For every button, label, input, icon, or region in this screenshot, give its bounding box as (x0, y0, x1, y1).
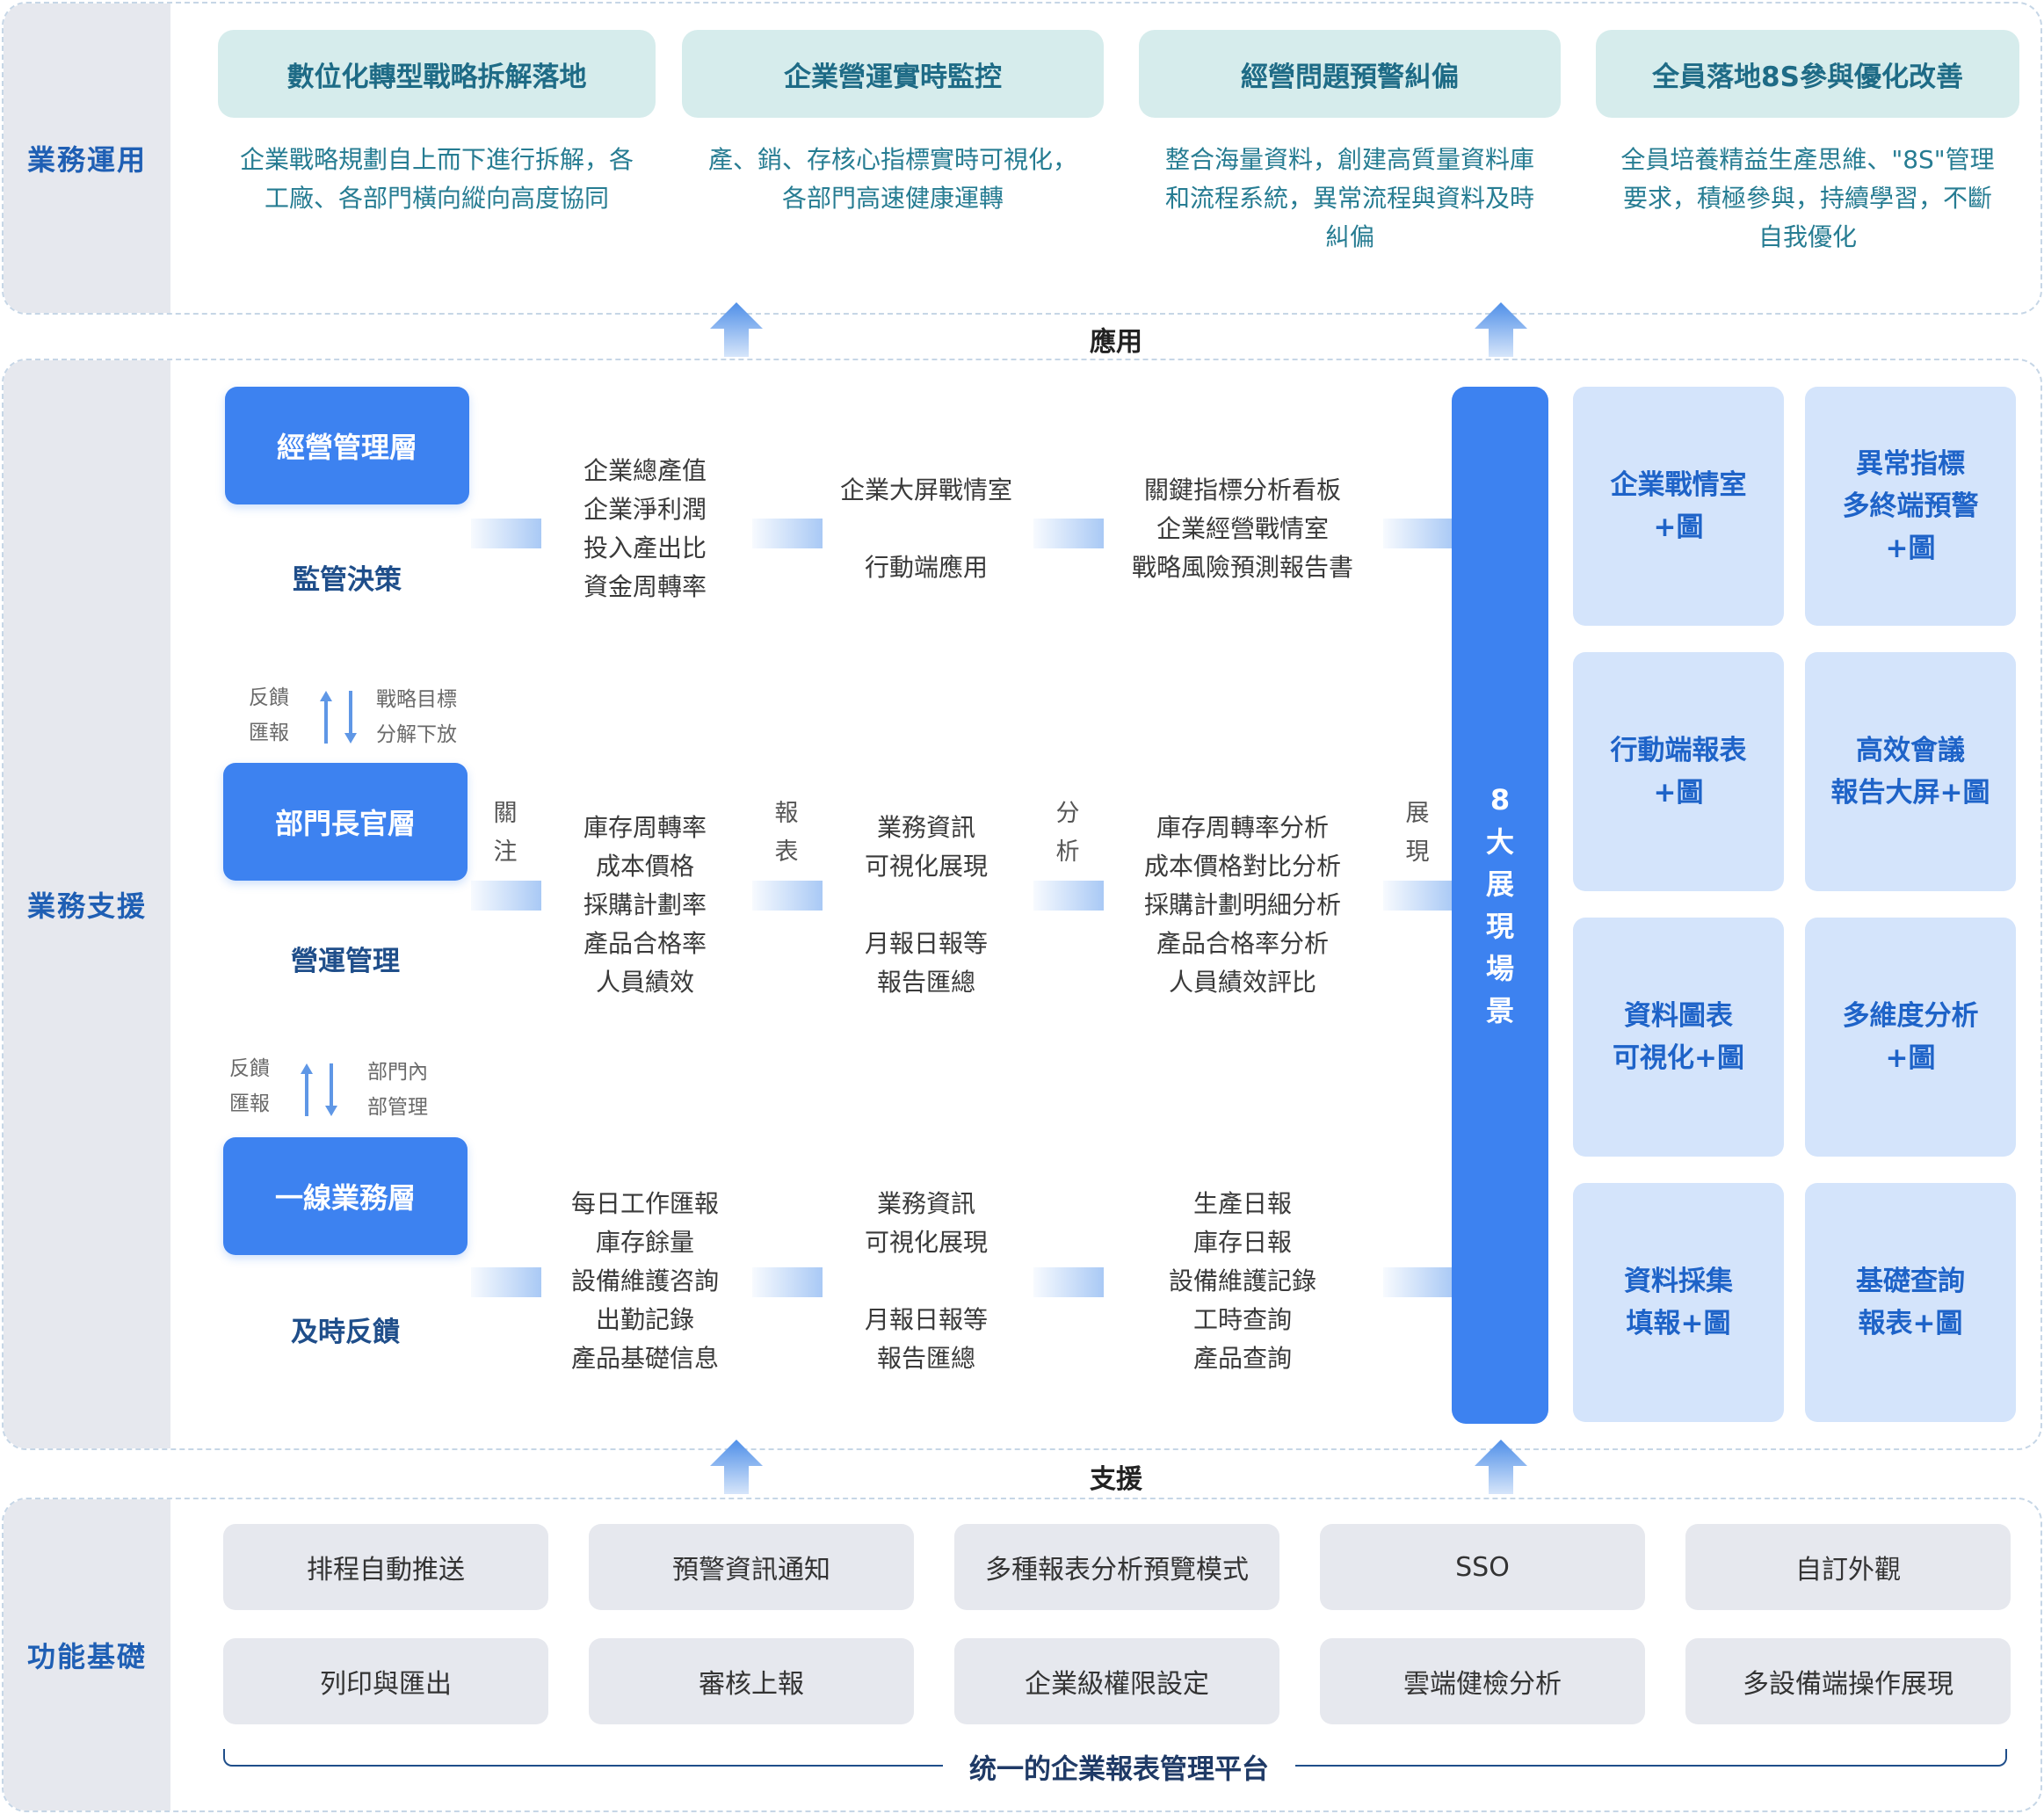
up-arrow-icon (710, 1440, 763, 1494)
feedback-report-text: 反饋 匯報 (249, 686, 289, 744)
flow-connector (752, 519, 823, 548)
section-label-application: 業務運用 (26, 143, 147, 177)
arrow-up-icon (301, 1063, 313, 1116)
feature-permission-settings[interactable]: 企業級權限設定 (954, 1638, 1279, 1724)
scene-tile-mobile-report[interactable]: 行動端報表 +圖 (1573, 652, 1784, 891)
up-arrow-icon (710, 302, 763, 357)
scene-tile-meeting-screen[interactable]: 高效會議 報告大屏+圖 (1805, 652, 2016, 891)
app-desc-3: 整合海量資料，創建高質量資料庫 和流程系統，異常流程與資料及時 糾偏 (1164, 145, 1534, 251)
row1-focus-metrics: 企業總產值 企業淨利潤 投入產出比 資金周轉率 (583, 456, 707, 601)
app-title-4: 全員落地8S參與優化改善 (1596, 30, 2019, 118)
flow-label-report: 報表 (774, 800, 799, 866)
business-application-section: 業務運用 數位化轉型戰略拆解落地 企業營運實時監控 經營問題預警糾偏 全員落地8… (2, 2, 2042, 315)
feature-report-preview-modes[interactable]: 多種報表分析預覽模式 (954, 1524, 1279, 1610)
feature-review-report[interactable]: 審核上報 (589, 1638, 914, 1724)
arrow-up-icon (320, 691, 332, 744)
feature-custom-appearance[interactable]: 自訂外觀 (1685, 1524, 2011, 1610)
section-label-support: 業務支援 (26, 889, 147, 923)
flow-connector (1033, 881, 1104, 911)
feature-print-export[interactable]: 列印與匯出 (223, 1638, 548, 1724)
scene-tile-multidimensional[interactable]: 多維度分析 +圖 (1805, 918, 2016, 1157)
scene-tile-war-room[interactable]: 企業戰情室 +圖 (1573, 387, 1784, 626)
app-title-2: 企業營運實時監控 (682, 30, 1104, 118)
level-department-button[interactable]: 部門長官層 (223, 763, 468, 881)
row3-focus-metrics: 每日工作匯報 庫存餘量 設備維護咨詢 出勤記錄 產品基礎信息 (570, 1189, 719, 1373)
row2-focus-metrics: 庫存周轉率 成本價格 採購計劃率 產品合格率 人員績效 (583, 813, 707, 997)
feature-multi-device[interactable]: 多設備端操作展現 (1685, 1638, 2011, 1724)
app-desc-1: 企業戰略規劃自上而下進行拆解，各 工廠、各部門橫向縱向高度協同 (239, 145, 634, 213)
row3-report-types: 業務資訊 可視化展現 月報日報等 報告匯總 (864, 1189, 988, 1373)
feature-sso[interactable]: SSO (1320, 1524, 1645, 1610)
arrow-down-icon (344, 691, 357, 744)
level-frontline-sub: 及時反饋 (291, 1317, 400, 1348)
scene-tile-data-collection[interactable]: 資料採集 填報+圖 (1573, 1183, 1784, 1422)
strategy-decompose-text: 戰略目標 分解下放 (376, 688, 457, 746)
side-panel: 業務運用 (4, 4, 170, 313)
level-management-sub: 監管決策 (293, 564, 402, 596)
flow-connector (752, 1267, 823, 1297)
feature-cloud-health-check[interactable]: 雲端健檢分析 (1320, 1638, 1645, 1724)
level-management-button[interactable]: 經營管理層 (225, 387, 469, 504)
apply-label: 應用 (1090, 327, 1142, 358)
eight-scenes-bar: 8大展現場景 (1452, 387, 1548, 1424)
flow-connector (471, 881, 541, 911)
flow-connector (1033, 519, 1104, 548)
platform-label: 统一的企業報表管理平台 (943, 1746, 1295, 1787)
side-panel: 業務支援 (4, 360, 170, 1448)
arrow-down-icon (325, 1063, 337, 1116)
flow-connector (471, 519, 541, 548)
row2-analysis-items: 庫存周轉率分析 成本價格對比分析 採購計劃明細分析 產品合格率分析 人員績效評比 (1143, 813, 1341, 997)
feedback-report-text: 反饋 匯報 (229, 1057, 270, 1115)
feature-scheduled-push[interactable]: 排程自動推送 (223, 1524, 548, 1610)
side-panel: 功能基礎 (4, 1499, 170, 1810)
scene-tile-data-visualization[interactable]: 資料圖表 可視化+圖 (1573, 918, 1784, 1157)
feature-alert-notification[interactable]: 預警資訊通知 (589, 1524, 914, 1610)
row1-analysis-items: 關鍵指標分析看板 企業經營戰情室 戰略風險預測報告書 (1131, 475, 1353, 582)
scene-tile-basic-query[interactable]: 基礎查詢 報表+圖 (1805, 1183, 2016, 1422)
app-desc-4: 全員培養精益生產思維、"8S"管理 要求，積極參與，持續學習，不斷 自我優化 (1620, 145, 1995, 251)
up-arrow-icon (1475, 1440, 1527, 1494)
scene-tile-anomaly-alert[interactable]: 異常指標 多終端預警 +圖 (1805, 387, 2016, 626)
flow-label-analysis: 分析 (1055, 800, 1080, 866)
flow-connector (1383, 881, 1453, 911)
app-title-1: 數位化轉型戰略拆解落地 (218, 30, 656, 118)
row1-report-types: 企業大屏戰情室 行動端應用 (839, 475, 1012, 582)
flow-connector (1033, 1267, 1104, 1297)
flow-connector (752, 881, 823, 911)
app-title-3: 經營問題預警糾偏 (1139, 30, 1561, 118)
level-department-sub: 營運管理 (291, 946, 400, 977)
eight-scenes-label: 8大展現場景 (1485, 783, 1514, 1027)
section-label-foundation: 功能基礎 (26, 1640, 147, 1673)
support-label: 支援 (1090, 1464, 1142, 1495)
app-desc-2: 產、銷、存核心指標實時可視化， 各部門高速健康運轉 (707, 145, 1077, 213)
flow-connector (1383, 1267, 1453, 1297)
flow-connector (1383, 519, 1453, 548)
row2-report-types: 業務資訊 可視化展現 月報日報等 報告匯總 (864, 813, 988, 997)
flow-connector (471, 1267, 541, 1297)
row3-analysis-items: 生產日報 庫存日報 設備維護記錄 工時查詢 產品查詢 (1168, 1189, 1316, 1373)
flow-label-focus: 關注 (493, 800, 518, 866)
internal-management-text: 部門內 部管理 (367, 1061, 428, 1119)
flow-label-display: 展現 (1405, 800, 1430, 866)
up-arrow-icon (1475, 302, 1527, 357)
level-frontline-button[interactable]: 一線業務層 (223, 1137, 468, 1255)
